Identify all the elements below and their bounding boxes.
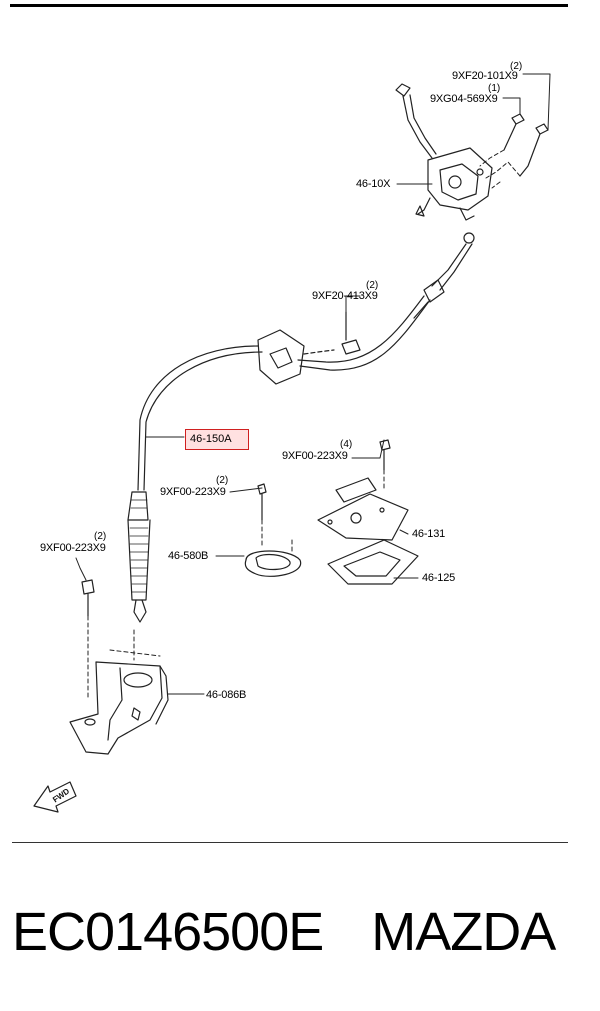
footer: EC0146500E MAZDA: [12, 900, 592, 970]
label-cable: 46-150A: [190, 433, 232, 445]
label-cable-bolt: 9XF20-413X9: [312, 290, 378, 302]
label-lever-screw: 9XG04-569X9: [430, 93, 498, 105]
cable-bracket: [257, 329, 335, 385]
label-seal: 46-580B: [168, 550, 209, 562]
seal-46-580B: [215, 483, 302, 577]
part-number: EC0146500E: [12, 902, 324, 962]
label-lever-bolt: 9XF20-101X9: [452, 70, 518, 82]
control-cable: [137, 295, 431, 491]
qty-bracket-bolt: (2): [94, 531, 107, 542]
label-cover-plate: 46-125: [422, 572, 456, 584]
highlighted-cable-label[interactable]: 46-150A: [185, 429, 249, 450]
top-border: [10, 4, 568, 7]
cable-bolt: [341, 295, 361, 355]
bracket-46-086B: [69, 661, 205, 755]
shift-lever-assembly: [395, 83, 493, 221]
qty-lever-bolt: (2): [510, 61, 523, 72]
lever-bolts: [502, 73, 551, 177]
label-plate-bolt: 9XF00-223X9: [282, 450, 348, 462]
label-bracket: 46-086B: [206, 689, 247, 701]
label-gasket-bolt: 9XF00-223X9: [160, 486, 226, 498]
qty-cable-bolt: (2): [366, 280, 379, 291]
cover-plate-46-125: [327, 539, 419, 585]
label-bracket-bolt: 9XF00-223X9: [40, 542, 106, 554]
fwd-arrow: [33, 781, 77, 813]
brand-name: MAZDA: [371, 902, 556, 962]
label-plate: 46-131: [412, 528, 446, 540]
label-shift-lever: 46-10X: [356, 178, 391, 190]
cable-boot: [127, 491, 151, 623]
plate-46-131: [317, 439, 409, 541]
qty-lever-screw: (1): [488, 83, 501, 94]
footer-divider: [12, 842, 568, 843]
bracket-bolt: [75, 557, 161, 701]
qty-gasket-bolt: (2): [216, 475, 229, 486]
qty-plate-bolt: (4): [340, 439, 353, 450]
parts-diagram: [33, 73, 551, 813]
cable-upper-end: [413, 232, 475, 319]
